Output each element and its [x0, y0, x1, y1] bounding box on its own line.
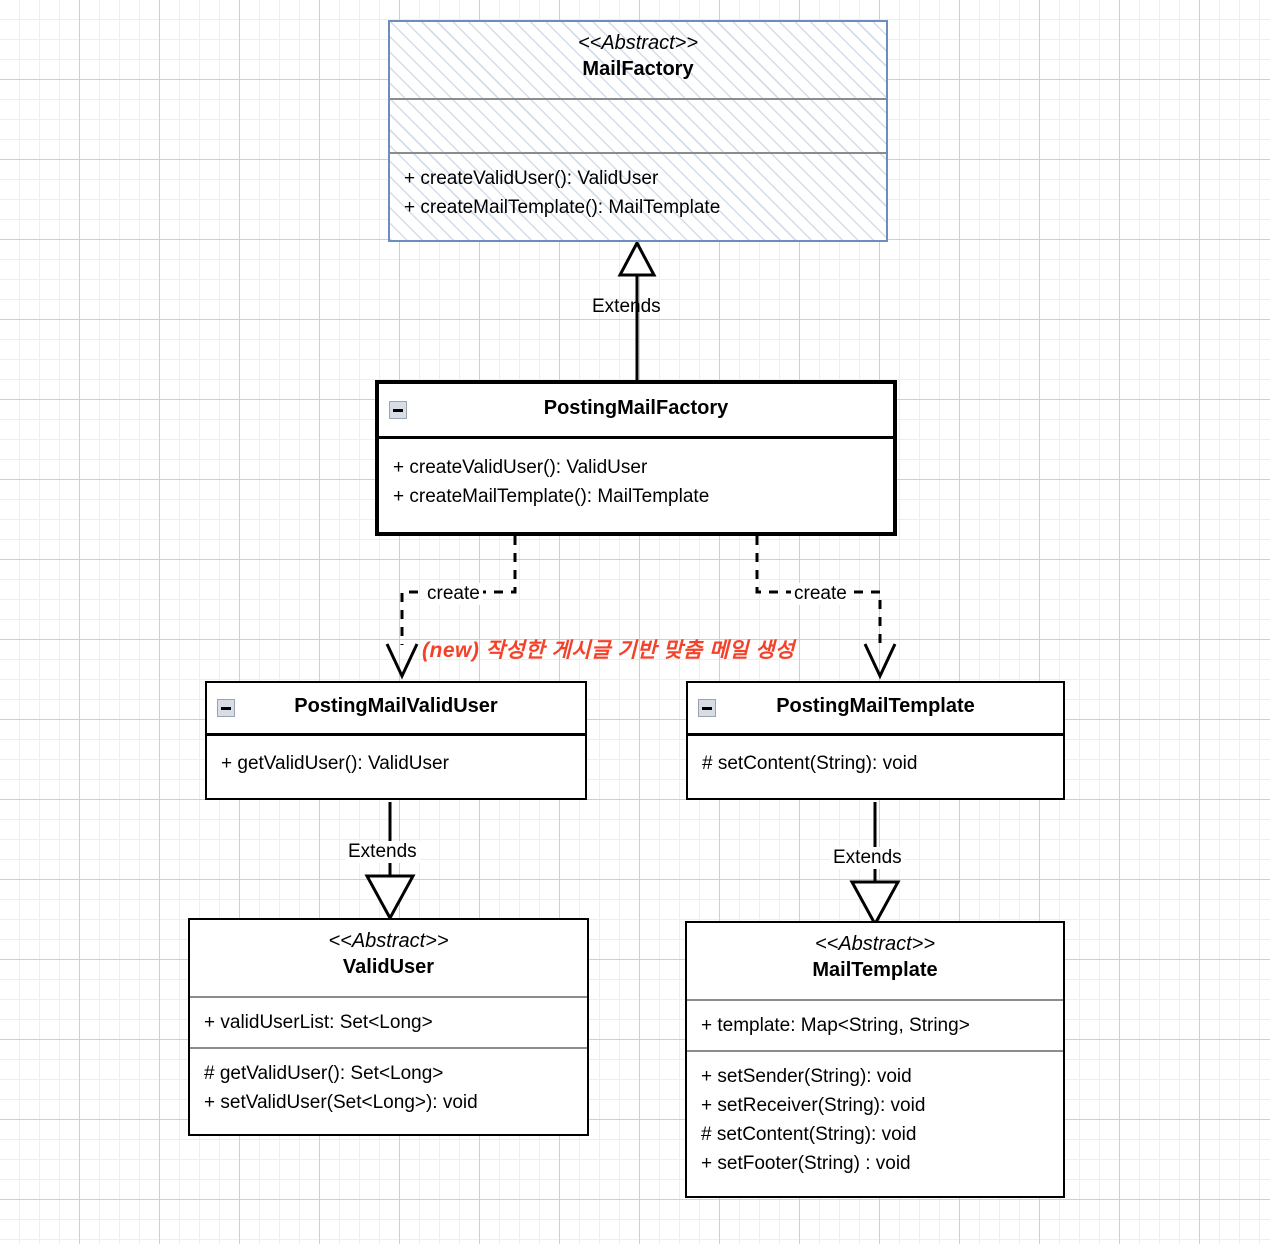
- mailtemplate-attribute: + template: Map<String, String>: [701, 1015, 970, 1036]
- edge-label-create-right: create: [791, 583, 850, 605]
- edge-label-extends-validuser: Extends: [345, 841, 420, 863]
- validuser-classname: ValidUser: [342, 956, 435, 978]
- validuser-header: <<Abstract>> ValidUser: [190, 920, 587, 996]
- class-box-postingmailfactory[interactable]: PostingMailFactory + createValidUser(): …: [375, 380, 897, 536]
- validuser-divider-1: [190, 996, 587, 998]
- mailfactory-classname: MailFactory: [582, 58, 694, 80]
- mailfactory-attributes: [390, 100, 886, 152]
- postingmailfactory-method: + createValidUser(): ValidUser: [393, 457, 648, 478]
- postingmailtemplate-classname: PostingMailTemplate: [776, 695, 975, 717]
- new-feature-note: (new) 작성한 게시글 기반 맞춤 메일 생성: [422, 639, 795, 662]
- edge-label-create-left: create: [424, 583, 483, 605]
- validuser-divider-2: [190, 1047, 587, 1049]
- postingmailtemplate-methods: # setContent(String): void: [688, 736, 1063, 788]
- postingmailfactory-divider-1: [379, 436, 893, 439]
- class-box-postingmailvaliduser[interactable]: PostingMailValidUser + getValidUser(): V…: [205, 681, 587, 800]
- class-box-postingmailtemplate[interactable]: PostingMailTemplate # setContent(String)…: [686, 681, 1065, 800]
- validuser-attributes: + validUserList: Set<Long>: [190, 998, 587, 1047]
- minus-icon[interactable]: [217, 699, 235, 717]
- mailtemplate-divider-2: [687, 1050, 1063, 1052]
- mailfactory-methods: + createValidUser(): ValidUser + createM…: [390, 154, 886, 232]
- minus-icon[interactable]: [389, 401, 407, 419]
- mailfactory-divider-1: [390, 98, 886, 100]
- mailfactory-method: + createValidUser(): ValidUser: [404, 168, 659, 189]
- edge-label-extends-mailtemplate: Extends: [830, 847, 905, 869]
- postingmailtemplate-divider-1: [688, 733, 1063, 736]
- postingmailfactory-header: PostingMailFactory: [379, 384, 893, 436]
- minus-bar: [393, 408, 403, 412]
- class-box-validuser[interactable]: <<Abstract>> ValidUser + validUserList: …: [188, 918, 589, 1136]
- validuser-methods: # getValidUser(): Set<Long> + setValidUs…: [190, 1049, 587, 1127]
- mailtemplate-stereotype: <<Abstract>>: [814, 933, 936, 955]
- postingmailfactory-classname: PostingMailFactory: [543, 397, 729, 419]
- postingmailvaliduser-header: PostingMailValidUser: [207, 683, 585, 733]
- postingmailvaliduser-classname: PostingMailValidUser: [294, 695, 498, 717]
- validuser-method: + setValidUser(Set<Long>): void: [204, 1092, 478, 1113]
- postingmailtemplate-method: # setContent(String): void: [702, 753, 918, 774]
- mailfactory-method: + createMailTemplate(): MailTemplate: [404, 197, 721, 218]
- postingmailfactory-method: + createMailTemplate(): MailTemplate: [393, 486, 710, 507]
- mailfactory-header: <<Abstract>> MailFactory: [390, 22, 886, 98]
- validuser-stereotype: <<Abstract>>: [328, 930, 449, 952]
- validuser-method: # getValidUser(): Set<Long>: [204, 1063, 444, 1084]
- validuser-attribute: + validUserList: Set<Long>: [204, 1012, 433, 1033]
- minus-bar: [221, 706, 231, 710]
- class-box-mailfactory[interactable]: <<Abstract>> MailFactory + createValidUs…: [388, 20, 888, 242]
- class-box-mailtemplate[interactable]: <<Abstract>> MailTemplate + template: Ma…: [685, 921, 1065, 1198]
- postingmailvaliduser-method: + getValidUser(): ValidUser: [221, 753, 449, 774]
- mailfactory-divider-2: [390, 152, 886, 154]
- mailtemplate-header: <<Abstract>> MailTemplate: [687, 923, 1063, 999]
- mailtemplate-methods: + setSender(String): void + setReceiver(…: [687, 1052, 1063, 1188]
- postingmailvaliduser-divider-1: [207, 733, 585, 736]
- mailtemplate-attributes: + template: Map<String, String>: [687, 1001, 1063, 1050]
- mailtemplate-method: + setSender(String): void: [701, 1066, 912, 1087]
- mailtemplate-method: + setFooter(String) : void: [701, 1153, 911, 1174]
- postingmailtemplate-header: PostingMailTemplate: [688, 683, 1063, 733]
- mailtemplate-method: # setContent(String): void: [701, 1124, 917, 1145]
- minus-icon[interactable]: [698, 699, 716, 717]
- postingmailfactory-methods: + createValidUser(): ValidUser + createM…: [379, 439, 893, 521]
- mailtemplate-classname: MailTemplate: [812, 959, 938, 981]
- mailtemplate-divider-1: [687, 999, 1063, 1001]
- mailtemplate-method: + setReceiver(String): void: [701, 1095, 926, 1116]
- minus-bar: [702, 706, 712, 710]
- mailfactory-stereotype: <<Abstract>>: [577, 32, 699, 54]
- postingmailvaliduser-methods: + getValidUser(): ValidUser: [207, 736, 585, 788]
- edge-label-extends-mailfactory: Extends: [592, 296, 661, 317]
